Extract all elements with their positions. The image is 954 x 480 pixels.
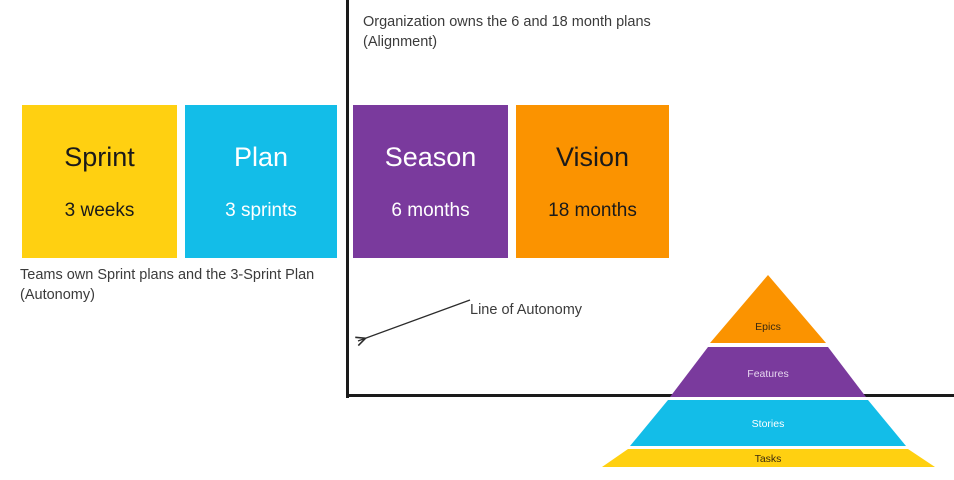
card-sprint-subtitle: 3 weeks — [64, 200, 135, 221]
pyramid-layer-epics-label: Epics — [755, 321, 781, 333]
card-vision[interactable]: Vision 18 months — [516, 105, 669, 258]
autonomy-note: Teams own Sprint plans and the 3-Sprint … — [20, 267, 315, 303]
card-vision-title: Vision — [555, 142, 630, 172]
work-item-pyramid: Epics Features Stories Tasks — [598, 272, 940, 470]
card-plan-title: Plan — [233, 142, 289, 172]
vertical-divider-line — [346, 0, 349, 398]
pyramid-layer-features[interactable] — [670, 347, 866, 397]
pyramid-layer-tasks[interactable] — [602, 449, 935, 467]
pyramid-layer-tasks-label: Tasks — [755, 453, 782, 465]
card-season[interactable]: Season 6 months — [353, 105, 508, 258]
pyramid-layer-epics[interactable] — [710, 275, 826, 343]
card-sprint[interactable]: Sprint 3 weeks — [22, 105, 177, 258]
pyramid-layer-stories[interactable] — [630, 400, 906, 446]
horizontal-autonomy-line — [346, 394, 954, 397]
card-plan-subtitle: 3 sprints — [225, 200, 297, 221]
pyramid-layer-stories-label: Stories — [752, 418, 785, 430]
card-sprint-title: Sprint — [64, 142, 135, 172]
alignment-note: Organization owns the 6 and 18 month pla… — [363, 14, 651, 50]
card-vision-subtitle: 18 months — [548, 200, 637, 221]
card-season-title: Season — [384, 142, 477, 172]
line-of-autonomy-label: Line of Autonomy — [470, 302, 583, 318]
callout-arrow-icon — [345, 299, 471, 352]
card-season-subtitle: 6 months — [391, 200, 470, 221]
card-plan[interactable]: Plan 3 sprints — [185, 105, 337, 258]
pyramid-layer-features-label: Features — [747, 368, 788, 380]
